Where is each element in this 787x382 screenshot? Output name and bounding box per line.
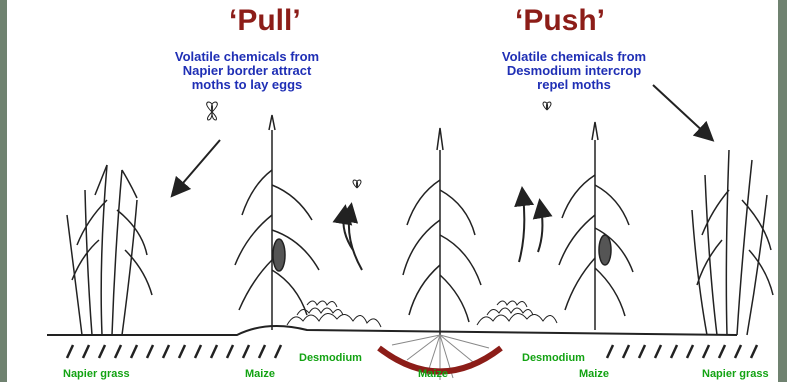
pull-caption: Volatile chemicals from Napier border at… (157, 50, 337, 92)
pull-title: ‘Pull’ (229, 4, 301, 38)
maize-left (235, 115, 319, 330)
label-desmodium-left: Desmodium (299, 352, 362, 364)
moth-flight-arrows (177, 85, 707, 270)
push-caption: Volatile chemicals from Desmodium interc… (479, 50, 669, 92)
napier-grass-left (67, 165, 152, 335)
moth-icon (207, 102, 551, 188)
desmodium-left (287, 301, 381, 327)
label-maize-center: Maize (418, 368, 448, 380)
label-desmodium-right: Desmodium (522, 352, 585, 364)
desmodium-right (477, 301, 557, 325)
ground-line (47, 326, 737, 335)
napier-grass-right (692, 150, 773, 335)
push-pull-diagram: ‘Pull’ Volatile chemicals from Napier bo… (7, 0, 778, 382)
label-maize-left: Maize (245, 368, 275, 380)
label-napier-grass-left: Napier grass (63, 368, 130, 380)
push-title: ‘Push’ (515, 4, 605, 38)
maize-right (559, 122, 633, 330)
label-napier-grass-right: Napier grass (702, 368, 769, 380)
maize-center (403, 128, 481, 335)
label-maize-right: Maize (579, 368, 609, 380)
